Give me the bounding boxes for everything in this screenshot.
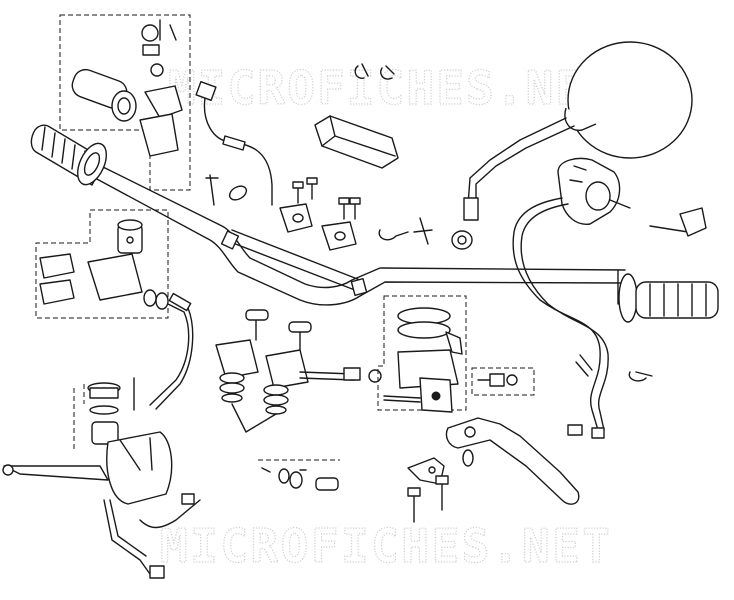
throttle-assembly (59, 14, 191, 191)
handlebar (93, 166, 626, 306)
cable-adjuster-parts (258, 459, 340, 491)
small-clips (354, 63, 473, 250)
clutch-cable (299, 367, 382, 383)
right-grip (617, 269, 719, 323)
bracket-and-bolts (407, 371, 653, 523)
clamp-bolts-top (279, 177, 361, 251)
small-switch (471, 367, 535, 396)
switch-housing-right (557, 157, 631, 225)
left-lever-assembly (2, 377, 201, 579)
right-master-cylinder (377, 295, 467, 413)
left-grip (30, 124, 108, 186)
throttle-cable (195, 80, 273, 206)
riser-clamps (215, 309, 312, 433)
handlebar-clamp (314, 115, 399, 169)
front-brake-lever (445, 417, 580, 505)
watermark-bottom: MICROFICHES.NET (160, 519, 610, 573)
brake-hose (149, 292, 194, 410)
mirror (463, 41, 693, 221)
wiring-harness (512, 197, 707, 439)
master-cylinder-assembly (35, 209, 169, 319)
watermark-top: MICROFICHES.NET (168, 61, 613, 115)
